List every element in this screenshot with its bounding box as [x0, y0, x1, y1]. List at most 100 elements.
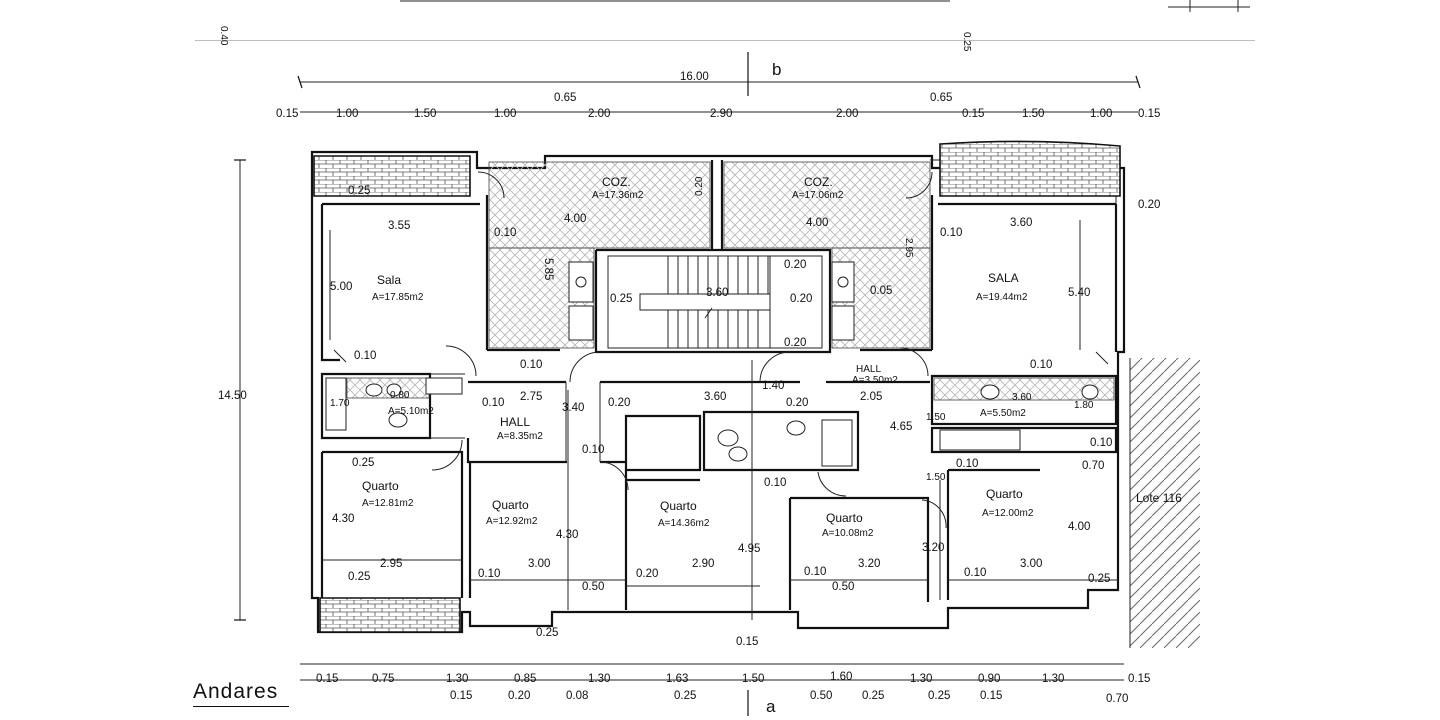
dim-top-11: 0.15	[1138, 108, 1160, 120]
dimension-value: 0.10	[520, 359, 542, 371]
dim-top-10: 1.00	[1090, 108, 1112, 120]
dim-top-upper-1: 0.65	[554, 92, 576, 104]
dim-bot-3: 1.30	[446, 673, 468, 685]
dim-top-8: 0.15	[962, 108, 984, 120]
room-coz-right-name: COZ.	[804, 175, 833, 189]
dim-top-4: 1.00	[494, 108, 516, 120]
room-sala-right-name: SALA	[988, 271, 1019, 285]
door-swings	[333, 171, 1109, 529]
dimension-value: 0.10	[478, 568, 500, 580]
axis-a-label: a	[766, 697, 776, 716]
dim-botlow-9: 0.70	[1106, 693, 1128, 705]
dimension-value: 1.50	[926, 472, 946, 483]
dimension-value: 4.65	[890, 421, 912, 433]
top-fragment-040: 0.40	[218, 26, 229, 46]
dimension-value: 0.20	[790, 293, 812, 305]
neighbour-lot-label: Lote 116	[1136, 491, 1182, 505]
dimension-value: 0.80	[390, 390, 410, 401]
caption-underline	[193, 706, 289, 707]
dimension-value: 0.25	[1088, 573, 1110, 585]
neighbour-lot	[1129, 358, 1200, 648]
stair-treads	[639, 256, 771, 348]
dimension-value: 0.10	[804, 566, 826, 578]
dim-bot-7: 1.50	[742, 673, 764, 685]
room-sala-left-area: A=17.85m2	[372, 292, 424, 303]
dimension-value: 0.50	[582, 581, 604, 593]
axis-b-label: b	[772, 60, 781, 79]
dimension-value: 0.25	[348, 571, 370, 583]
room-labels: COZ. A=17.36m2 COZ. A=17.06m2 Sala A=17.…	[362, 175, 1182, 539]
room-hall-right-area: A=3.50m2	[852, 375, 898, 386]
dim-top-9: 1.50	[1022, 108, 1044, 120]
dimension-value: 2.95	[380, 558, 402, 570]
dimension-value: 0.25	[348, 185, 370, 197]
dim-bot-12: 0.15	[1128, 673, 1150, 685]
dimension-value: 1.70	[330, 398, 350, 409]
room-quarto-4-name: Quarto	[826, 511, 863, 525]
dimension-value: 4.00	[564, 213, 586, 225]
dimension-value: 0.20	[608, 397, 630, 409]
dimension-value: 0.70	[1082, 460, 1104, 472]
dim-top-7: 2.00	[836, 108, 858, 120]
dimension-value: 2.75	[520, 391, 542, 403]
dimension-value: 5.85	[542, 258, 554, 280]
dim-bot-8: 1.60	[830, 671, 852, 683]
room-quarto-2-name: Quarto	[492, 498, 529, 512]
dim-bottom-chain: 0.15 0.75 1.30 0.85 1.30 1.63 1.50 1.60 …	[316, 671, 1150, 705]
dimension-value: 0.10	[1090, 437, 1112, 449]
interior-dimensions: 0.25 3.55 4.00 0.10 5.85 0.20 4.00 2.95 …	[330, 176, 1112, 648]
drawing-caption: Andares	[193, 680, 279, 703]
dim-botlow-6: 0.25	[862, 690, 884, 702]
dimension-value: 4.30	[556, 529, 578, 541]
dim-top-upper-2: 0.65	[930, 92, 952, 104]
dimension-value: 4.95	[738, 543, 760, 555]
building-walls	[310, 150, 1126, 634]
room-coz-right-area: A=17.06m2	[792, 190, 844, 201]
room-sala-right-area: A=19.44m2	[976, 292, 1028, 303]
dim-botlow-5: 0.50	[810, 690, 832, 702]
room-quarto-4-area: A=10.08m2	[822, 528, 874, 539]
dim-botlow-2: 0.20	[508, 690, 530, 702]
sheet-top-fragments: 0.40 0.25	[218, 0, 1250, 52]
dim-top-6: 2.90	[710, 108, 732, 120]
dimension-value: 0.10	[956, 458, 978, 470]
dimension-value: 2.05	[860, 391, 882, 403]
dim-top-chain: 0.15 1.00 1.50 1.00 2.00 2.90 2.00 0.15 …	[276, 92, 1160, 211]
top-fragment-025: 0.25	[961, 32, 972, 52]
dimension-value: 3.60	[704, 391, 726, 403]
room-quarto-1-area: A=12.81m2	[362, 498, 414, 509]
dim-botlow-4: 0.25	[674, 690, 696, 702]
dimension-value: 3.20	[858, 558, 880, 570]
dim-bot-9: 1.30	[910, 673, 932, 685]
room-coz-left-name: COZ.	[602, 175, 631, 189]
dimension-value: 3.60	[706, 287, 728, 299]
dim-bot-5: 1.30	[588, 673, 610, 685]
dimension-value: 2.95	[903, 238, 914, 258]
dimension-value: 0.20	[786, 397, 808, 409]
dimension-value: 3.60	[1012, 392, 1032, 403]
dimension-value: 0.10	[940, 227, 962, 239]
dim-botlow-7: 0.25	[928, 690, 950, 702]
dimension-value: 3.00	[1020, 558, 1042, 570]
dim-bot-2: 0.75	[372, 673, 394, 685]
room-hall-right-name: HALL	[856, 364, 881, 375]
dim-top-1: 0.15	[276, 108, 298, 120]
sanitary-fixtures	[325, 261, 1099, 467]
dimension-value: 0.20	[784, 259, 806, 271]
dimension-value: 0.05	[870, 285, 892, 297]
dimension-value: 1.50	[926, 412, 946, 423]
dim-bot-11: 1.30	[1042, 673, 1064, 685]
dimension-value: 3.60	[1010, 217, 1032, 229]
dimension-value: 0.50	[832, 581, 854, 593]
dimension-value: 3.20	[922, 542, 944, 554]
dimension-value: 0.10	[1030, 359, 1052, 371]
balconies	[313, 140, 1121, 633]
dimension-value: 1.40	[762, 380, 784, 392]
room-quarto-5-area: A=12.00m2	[982, 508, 1034, 519]
dimension-value: 4.30	[332, 513, 354, 525]
dim-botlow-1: 0.15	[450, 690, 472, 702]
dim-top-2: 1.00	[336, 108, 358, 120]
dimension-value: 0.20	[784, 337, 806, 349]
room-quarto-2-area: A=12.92m2	[486, 516, 538, 527]
dimension-value: 0.10	[482, 397, 504, 409]
